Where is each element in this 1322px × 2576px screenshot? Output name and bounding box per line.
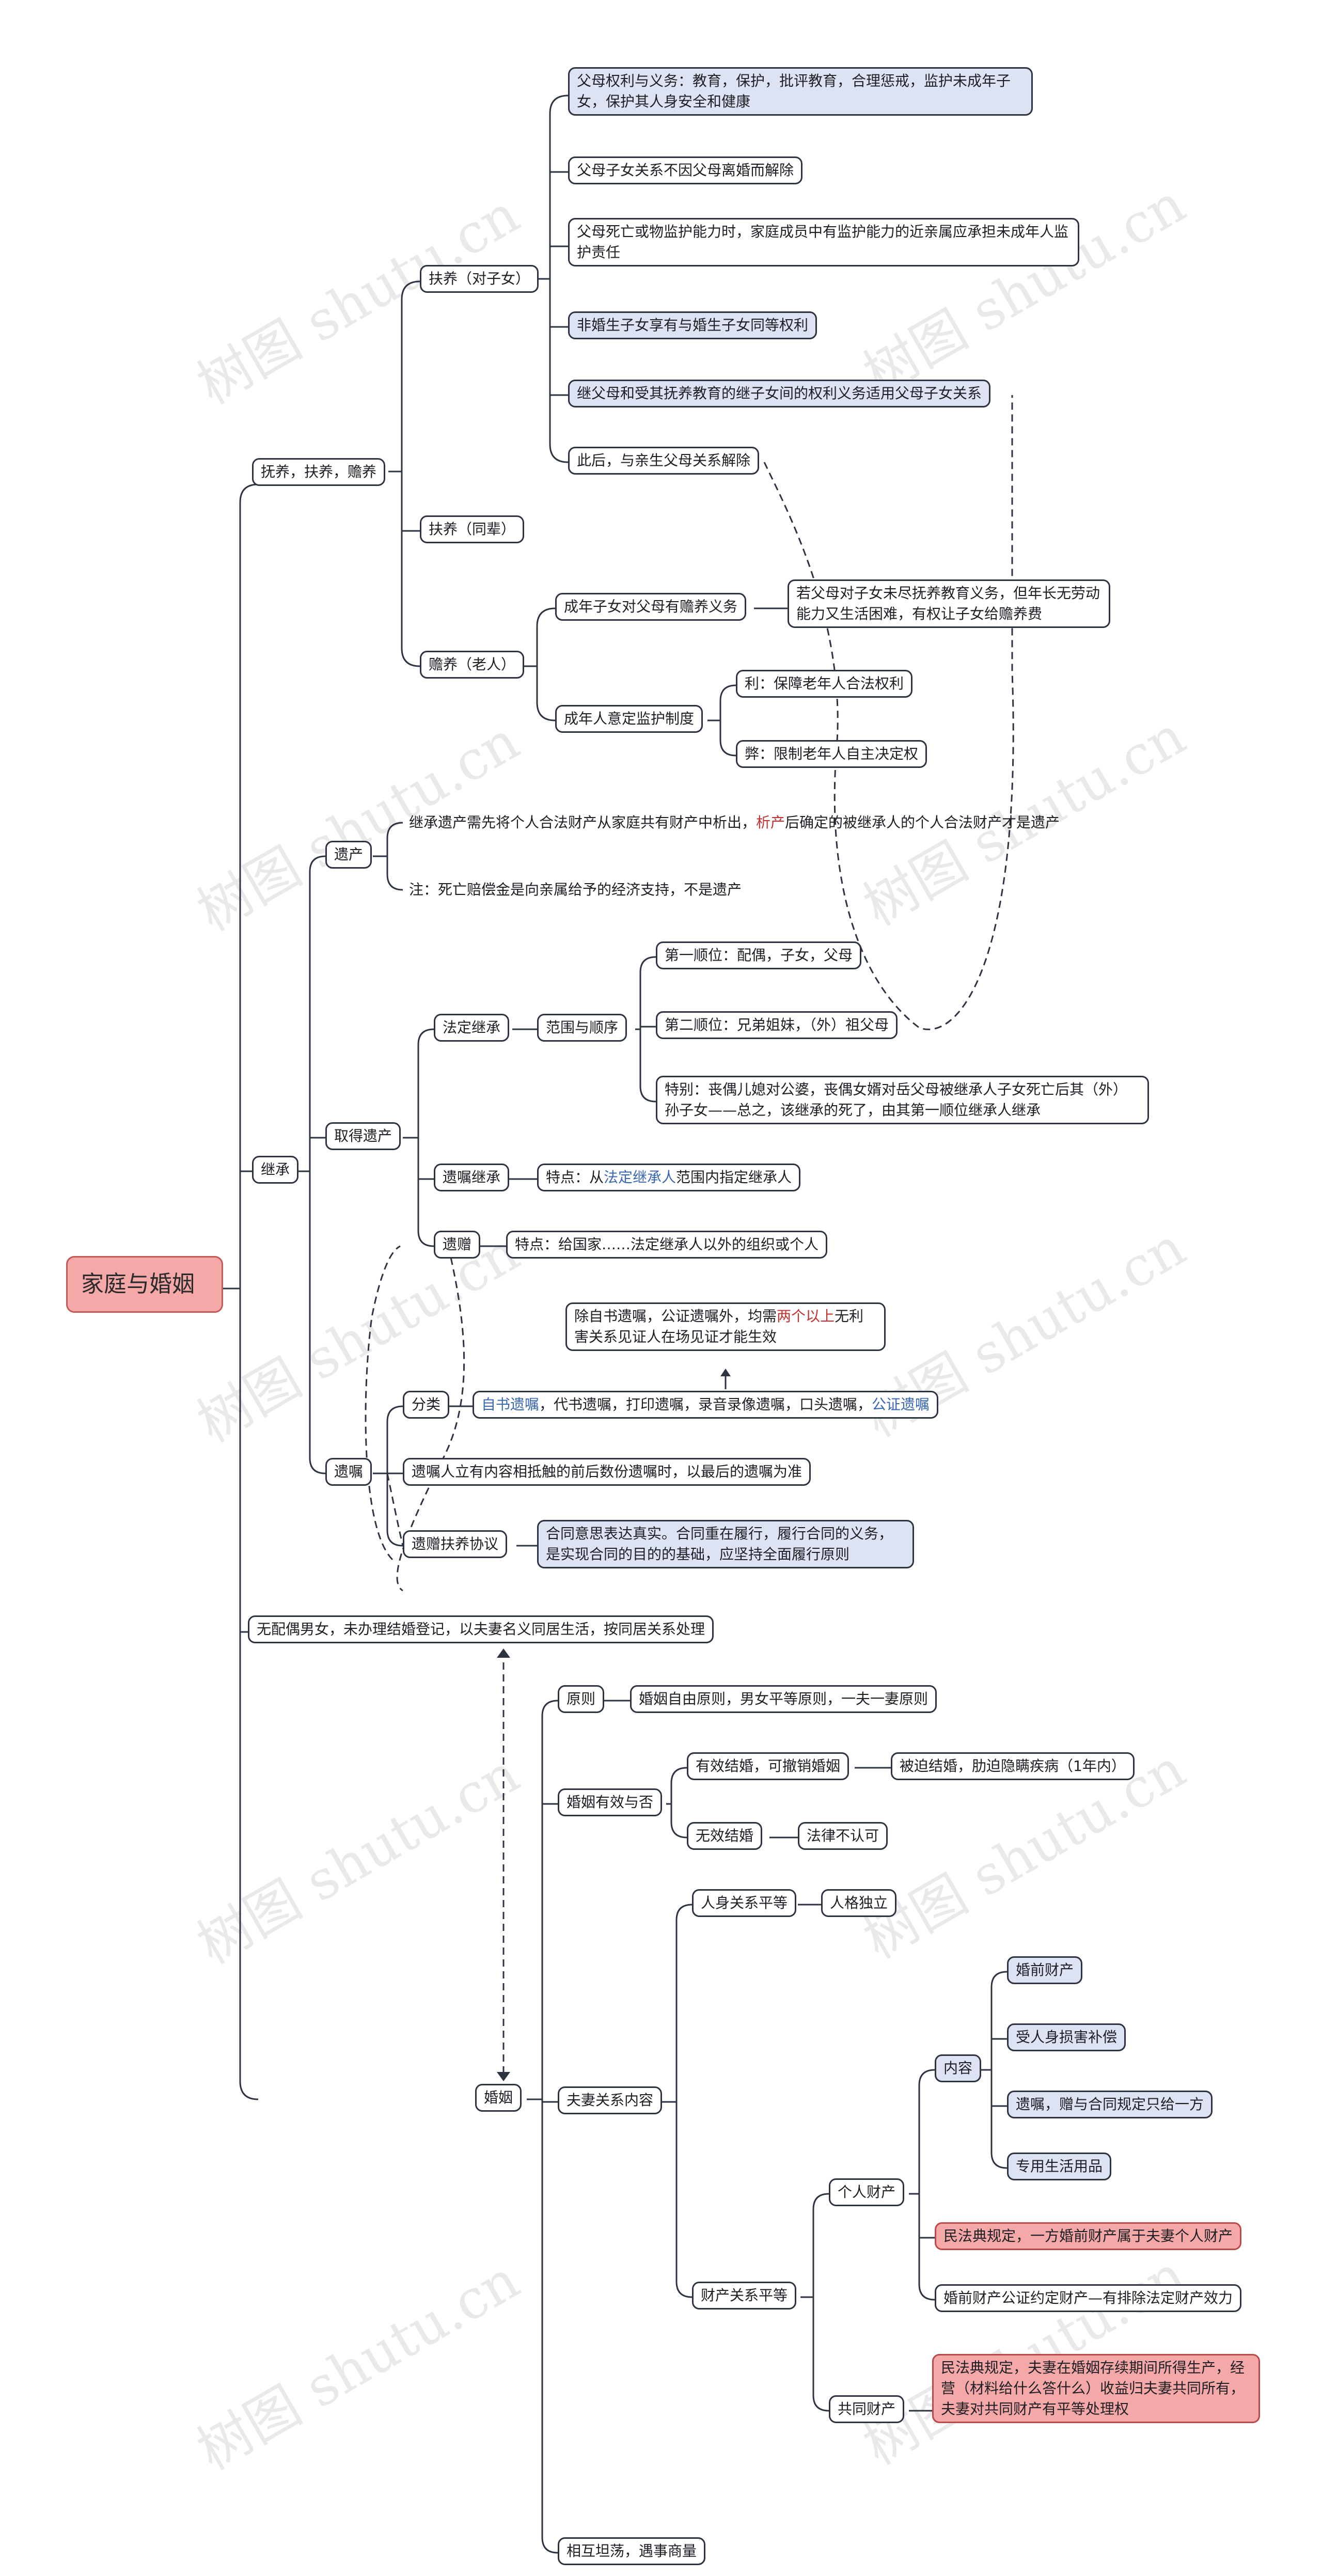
bequest-node[interactable]: 遗赠 <box>434 1231 481 1259</box>
peer-support-node[interactable]: 扶养（同辈） <box>420 515 525 543</box>
witness-b: 两个以上 <box>777 1308 835 1325</box>
voidable-text-node[interactable]: 被迫结婚，肋迫隐瞒疾病（1年内） <box>891 1752 1135 1780</box>
divorce-relation-node[interactable]: 父母子女关系不因父母离婚而解除 <box>568 156 803 184</box>
testament-types-node[interactable]: 自书遗嘱，代书遗嘱，打印遗嘱，录音录像遗嘱，口头遗嘱，公证遗嘱 <box>473 1391 939 1419</box>
person-equal-node[interactable]: 人身关系平等 <box>692 1889 797 1917</box>
estate-note: 注：死亡赔偿金是向亲属给予的经济支持，不是遗产 <box>409 881 742 898</box>
support-node[interactable]: 抚养，扶养，赡养 <box>252 458 386 486</box>
types-b: ，代书遗嘱，打印遗嘱，录音录像遗嘱，口头遗嘱， <box>539 1396 872 1413</box>
stepparent-node[interactable]: 继父母和受其抚养教育的继子女间的权利义务适用父母子女关系 <box>568 380 991 407</box>
after-adoption-node[interactable]: 此后，与亲生父母关系解除 <box>568 447 760 475</box>
first-order-node[interactable]: 第一顺位：配偶，子女，父母 <box>656 941 862 969</box>
support-agreement-node[interactable]: 遗赠扶养协议 <box>403 1530 508 1558</box>
guardianship-con-node[interactable]: 弊：限制老年人自主决定权 <box>736 740 927 768</box>
estate-node[interactable]: 遗产 <box>325 841 372 869</box>
content-node[interactable]: 夫妻关系内容 <box>558 2086 663 2114</box>
legal-inherit-node[interactable]: 法定继承 <box>434 1014 510 1042</box>
will-feat-b: 法定继承人 <box>604 1169 676 1186</box>
property-equal-node[interactable]: 财产关系平等 <box>692 2282 797 2310</box>
will-inherit-node[interactable]: 遗嘱继承 <box>434 1164 510 1191</box>
estate-def-b: 析产 <box>756 814 785 831</box>
notary-node[interactable]: 婚前财产公证约定财产—有排除法定财产效力 <box>935 2284 1242 2312</box>
cohabit-node[interactable]: 无配偶男女，未办理结婚登记，以夫妻名义同居生活，按同居关系处理 <box>248 1615 714 1643</box>
will-feature-node[interactable]: 特点：从法定继承人范围内指定继承人 <box>537 1164 801 1191</box>
acquire-estate-node[interactable]: 取得遗产 <box>325 1122 401 1150</box>
civil-code-personal-node[interactable]: 民法典规定，一方婚前财产属于夫妻个人财产 <box>935 2222 1242 2250</box>
last-will-node[interactable]: 遗嘱人立有内容相抵触的前后数份遗嘱时，以最后的遗嘱为准 <box>403 1458 811 1486</box>
content-inner-node[interactable]: 内容 <box>935 2054 982 2082</box>
estate-definition: 继承遗产需先将个人合法财产从家庭共有财产中析出，析产后确定的被继承人的个人合法财… <box>409 812 1060 833</box>
illegitimate-rights-node[interactable]: 非婚生子女享有与婚生子女同等权利 <box>568 311 817 339</box>
testament-category-node[interactable]: 分类 <box>403 1391 450 1419</box>
witness-a: 除自书遗嘱，公证遗嘱外，均需 <box>574 1308 777 1325</box>
children-support-node[interactable]: 扶养（对子女） <box>420 265 539 293</box>
will-feat-c: 范围内指定继承人 <box>676 1169 792 1186</box>
personal-items-node[interactable]: 专用生活用品 <box>1007 2153 1112 2180</box>
premarital-node[interactable]: 婚前财产 <box>1007 1956 1083 1984</box>
civil-code-joint-node[interactable]: 民法典规定，夫妻在婚姻存续期间所得生产，经营（材料给什么答什么）收益归夫妻共同所… <box>932 2354 1260 2423</box>
bequest-feature-node[interactable]: 特点：给国家……法定继承人以外的组织或个人 <box>506 1231 828 1259</box>
elder-duty-node[interactable]: 成年子女对父母有赡养义务 <box>555 593 747 621</box>
second-order-node[interactable]: 第二顺位：兄弟姐妹，（外）祖父母 <box>656 1011 898 1039</box>
parent-rights-node[interactable]: 父母权利与义务：教育，保护，批评教育，合理惩戒，监护未成年子女，保护其人身安全和… <box>568 67 1033 116</box>
guardianship-node[interactable]: 成年人意定监护制度 <box>555 705 703 733</box>
guardian-duty-node[interactable]: 父母死亡或物监护能力时，家庭成员中有监护能力的近亲属应承担未成年人监护责任 <box>568 218 1079 266</box>
injury-comp-node[interactable]: 受人身损害补偿 <box>1007 2023 1126 2051</box>
guardianship-pro-node[interactable]: 利：保障老年人合法权利 <box>736 670 913 698</box>
void-node[interactable]: 无效结婚 <box>687 1822 763 1850</box>
special-order-node[interactable]: 特别：丧偶儿媳对公婆，丧偶女婿对岳父母被继承人子女死亡后其（外）孙子女——总之，… <box>656 1076 1149 1124</box>
inherit-node[interactable]: 继承 <box>252 1156 299 1184</box>
principle-node[interactable]: 原则 <box>558 1685 605 1713</box>
marriage-node[interactable]: 婚姻 <box>475 2084 522 2112</box>
types-a: 自书遗嘱 <box>481 1396 540 1413</box>
testament-node[interactable]: 遗嘱 <box>325 1458 372 1486</box>
estate-def-c: 后确定的被继承人的个人合法财产才是遗产 <box>785 814 1060 831</box>
validity-node[interactable]: 婚姻有效与否 <box>558 1788 663 1816</box>
personal-property-node[interactable]: 个人财产 <box>829 2178 905 2206</box>
estate-def-a: 继承遗产需先将个人合法财产从家庭共有财产中析出， <box>409 814 757 831</box>
witness-c: 无利害关系见证人在场见证才能生效 <box>574 1308 864 1345</box>
will-gift-node[interactable]: 遗嘱，赠与合同规定只给一方 <box>1007 2091 1213 2118</box>
mutual-respect-node[interactable]: 相互坦荡，遇事商量 <box>558 2537 706 2565</box>
will-feat-a: 特点：从 <box>546 1169 604 1186</box>
principle-text-node[interactable]: 婚姻自由原则，男女平等原则，一夫一妻原则 <box>630 1685 937 1713</box>
void-text-node[interactable]: 法律不认可 <box>798 1822 888 1850</box>
voidable-node[interactable]: 有效结婚，可撤销婚姻 <box>687 1752 849 1780</box>
types-c: 公证遗嘱 <box>872 1396 930 1413</box>
personality-node[interactable]: 人格独立 <box>821 1889 897 1917</box>
elder-support-node[interactable]: 赡养（老人） <box>420 651 525 679</box>
witness-node[interactable]: 除自书遗嘱，公证遗嘱外，均需两个以上无利害关系见证人在场见证才能生效 <box>565 1302 886 1351</box>
scope-order-node[interactable]: 范围与顺序 <box>537 1014 627 1042</box>
elder-duty-note-node[interactable]: 若父母对子女未尽抚养教育义务，但年长无劳动能力又生活困难，有权让子女给赡养费 <box>788 579 1110 628</box>
agreement-note-node[interactable]: 合同意思表达真实。合同重在履行，履行合同的义务，是实现合同的目的的基础，应坚持全… <box>537 1520 914 1568</box>
root-node[interactable]: 家庭与婚姻 <box>66 1256 223 1313</box>
joint-property-node[interactable]: 共同财产 <box>829 2395 905 2423</box>
